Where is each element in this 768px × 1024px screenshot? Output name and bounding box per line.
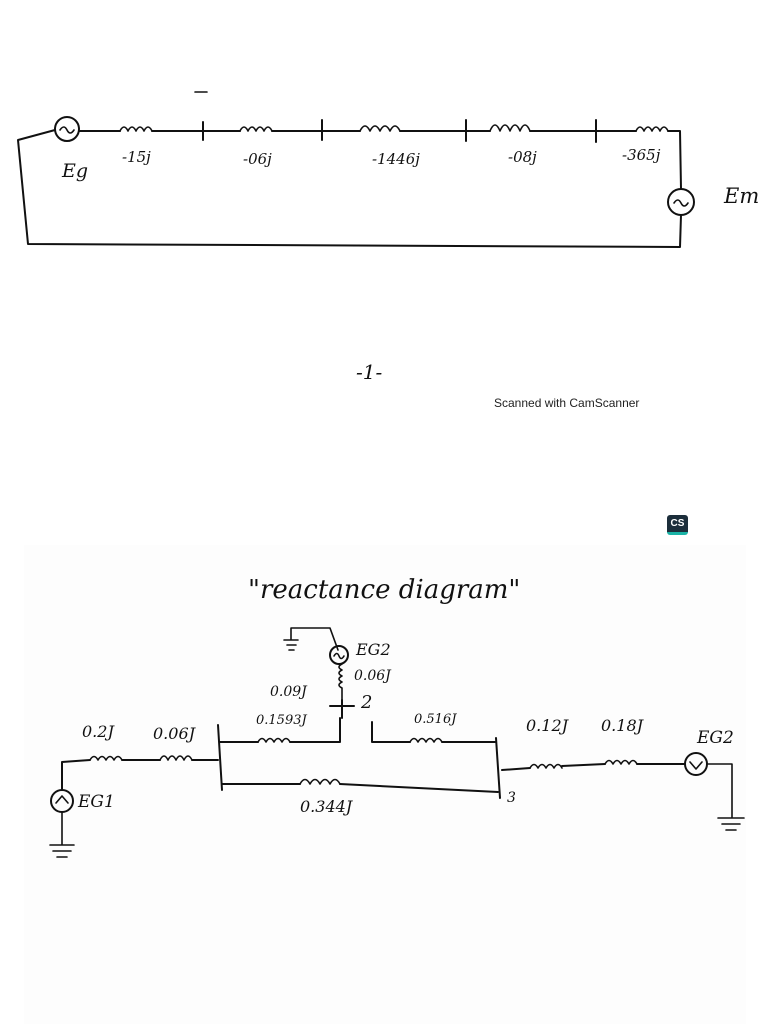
g1-source-symbol (50, 789, 74, 813)
inductor-1 (119, 126, 153, 132)
inductor-5 (635, 126, 669, 132)
g1-series-reactance-a: 0.2J (82, 722, 114, 741)
reactance-label-5: -365j (622, 146, 661, 164)
g2-series-reactance: 0.09J (270, 684, 307, 700)
reactance-label-2: -06j (243, 150, 272, 168)
g2-ground-symbol (283, 627, 339, 651)
bus-2-label: 2 (361, 692, 373, 713)
g3-ground-symbol (706, 763, 745, 831)
g1-label: EG1 (78, 792, 115, 812)
scanner-watermark: Scanned with CamScanner (494, 396, 640, 410)
g3-source-symbol (684, 752, 708, 776)
tr-left-reactance: 0.1593J (256, 713, 307, 728)
scanned-page-1: Eg Em -15j -06j -1446j -08j -365j -1- Sc… (0, 0, 768, 460)
g2-source-symbol (329, 645, 349, 665)
source-eg-symbol (54, 116, 80, 142)
inductor-3 (359, 125, 401, 132)
g2-internal-reactance: 0.06J (354, 668, 391, 684)
g1-series-reactance-b: 0.06J (153, 724, 196, 743)
page-number: -1- (356, 360, 383, 384)
reactance-label-3: -1446j (372, 150, 420, 168)
source-eg-label: Eg (62, 160, 89, 182)
bus-3-line (495, 737, 501, 799)
right-reactance-a: 0.12J (526, 716, 569, 735)
diagram-title: "reactance diagram" (248, 575, 521, 605)
bus-1-line (217, 724, 223, 791)
g3-label: EG2 (697, 728, 734, 748)
inductor-2 (239, 126, 273, 132)
g2-label: EG2 (356, 640, 391, 659)
parallel-reactance: 0.344J (300, 797, 353, 816)
tr-right-reactance: 0.516J (414, 712, 457, 727)
camscanner-logo-icon: CS (667, 515, 688, 535)
source-em-label: Em (724, 184, 760, 208)
g1-ground-symbol (49, 811, 75, 858)
reactance-label-1: -15j (122, 148, 151, 166)
reactance-label-4: -08j (508, 148, 537, 166)
bus-3-label: 3 (507, 790, 516, 806)
right-reactance-b: 0.18J (601, 716, 644, 735)
inductor-4 (489, 124, 531, 132)
top-circuit-drawing (17, 91, 695, 248)
scanned-page-2 (24, 545, 746, 1024)
